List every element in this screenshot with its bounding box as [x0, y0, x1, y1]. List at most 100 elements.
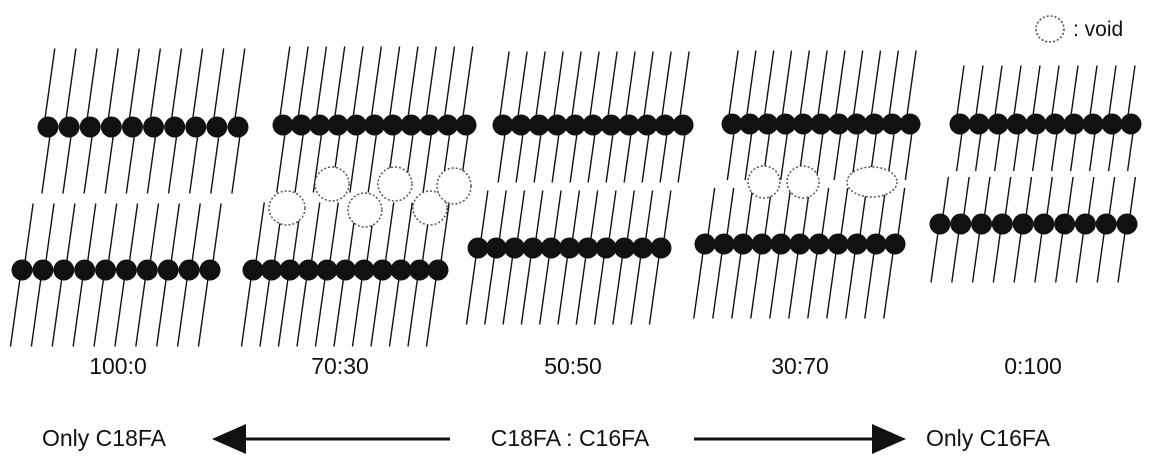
lipid-tail	[906, 50, 917, 116]
lipid-head	[971, 213, 993, 235]
lipid-tail	[30, 278, 42, 347]
lipid-tail	[1034, 232, 1043, 283]
lipid-head	[846, 113, 868, 135]
lipid-head	[485, 237, 507, 259]
lipid-tail	[1054, 232, 1064, 283]
lipid-tail	[1087, 176, 1095, 216]
lipid-tail	[963, 176, 970, 216]
lipid-head	[564, 114, 586, 136]
ratio-label-100-0: 100:0	[89, 353, 147, 379]
lipid-head	[618, 114, 640, 136]
lipid-tail	[107, 203, 118, 262]
lipid-tail	[480, 190, 489, 240]
lipid-tail	[334, 46, 346, 117]
lipid-head	[418, 114, 440, 136]
lipid-tail	[888, 50, 899, 116]
lipid-tail	[367, 133, 378, 193]
lipid-tail	[648, 256, 660, 325]
lipid-head	[774, 113, 796, 135]
lipid-tail	[587, 133, 596, 183]
lipid-tail	[403, 202, 413, 262]
lipid-tail	[870, 50, 882, 116]
legend-void-label: : void	[1073, 18, 1124, 41]
lipid-head	[863, 113, 885, 135]
lipid-tail	[626, 190, 635, 240]
lipid-head	[298, 259, 319, 281]
lipid-tail	[176, 278, 188, 347]
lipid-tail	[956, 65, 965, 116]
lipid-tail	[659, 133, 668, 183]
lipid-tail	[349, 133, 359, 193]
lipid-tail	[571, 190, 581, 240]
lipid-head	[757, 113, 779, 135]
lipid-head	[828, 113, 850, 135]
lipid-head	[272, 114, 294, 136]
lipid-tail	[384, 202, 395, 262]
lipid-tail	[623, 133, 632, 183]
lipid-tail	[240, 278, 252, 347]
lipid-tail	[769, 252, 780, 319]
lipid-tail	[502, 256, 514, 325]
lipid-tail	[1013, 232, 1022, 283]
lipid-tail	[425, 278, 437, 347]
lipid-tail	[276, 133, 286, 193]
lipid-tail	[1050, 132, 1058, 172]
lipid-tail	[212, 203, 222, 262]
lipid-tail	[462, 46, 474, 117]
lipid-tail	[643, 51, 654, 117]
ratio-label-30-70: 30:70	[771, 353, 829, 379]
lipid-head	[968, 113, 990, 135]
lipid-head	[37, 116, 59, 138]
lipid-tail	[951, 232, 960, 283]
lipid-head	[53, 259, 75, 281]
lipid-tail	[440, 202, 450, 262]
lipid-tail	[750, 252, 761, 319]
lipid-tail	[86, 203, 97, 262]
lipid-tail	[191, 203, 201, 262]
lipid-head	[987, 113, 1009, 135]
lipid-head	[792, 113, 814, 135]
lipid-tail	[72, 278, 84, 347]
lipid-tail	[745, 187, 754, 236]
lipid-head	[1116, 213, 1138, 235]
lipid-head	[467, 237, 489, 259]
lipid-head	[991, 213, 1013, 235]
lipid-head	[390, 259, 412, 281]
lipid-tail	[942, 176, 950, 216]
lipid-tail	[904, 132, 913, 181]
lipid-head	[732, 233, 754, 255]
lipid-tail	[1031, 132, 1039, 172]
lipid-tail	[296, 278, 308, 347]
ratio-label-70-30: 70:30	[311, 353, 369, 379]
lipid-tail	[781, 50, 793, 116]
lipid-head	[309, 114, 331, 136]
void-circle	[268, 190, 306, 226]
lipid-tail	[1075, 232, 1085, 283]
only-c18fa-label: Only C18FA	[42, 425, 166, 451]
lipid-tail	[279, 46, 291, 117]
lipid-tail	[799, 50, 810, 116]
lipid-head	[636, 114, 658, 136]
lipid-tail	[422, 133, 433, 193]
lipid-tail	[983, 176, 991, 216]
lipid-tail	[213, 48, 225, 119]
void-circle	[846, 166, 898, 198]
lipid-tail	[852, 50, 864, 116]
lipid-tail	[1025, 176, 1033, 216]
lipid-tail	[125, 135, 136, 194]
lipid-tail	[167, 135, 178, 194]
lipid-head	[206, 116, 228, 138]
lipid-head	[185, 116, 207, 138]
lipid-tail	[444, 46, 456, 117]
void-circle	[436, 167, 472, 205]
lipid-tail	[693, 252, 704, 319]
lipid-tail	[851, 132, 860, 181]
lipid-head	[400, 114, 422, 136]
lipid-head	[949, 113, 971, 135]
lipid-tail	[231, 135, 241, 194]
lipid-head	[100, 116, 122, 138]
lipid-tail	[515, 133, 524, 183]
lipid-tail	[188, 135, 199, 194]
void-circle	[747, 165, 781, 199]
lipid-head	[427, 259, 449, 281]
